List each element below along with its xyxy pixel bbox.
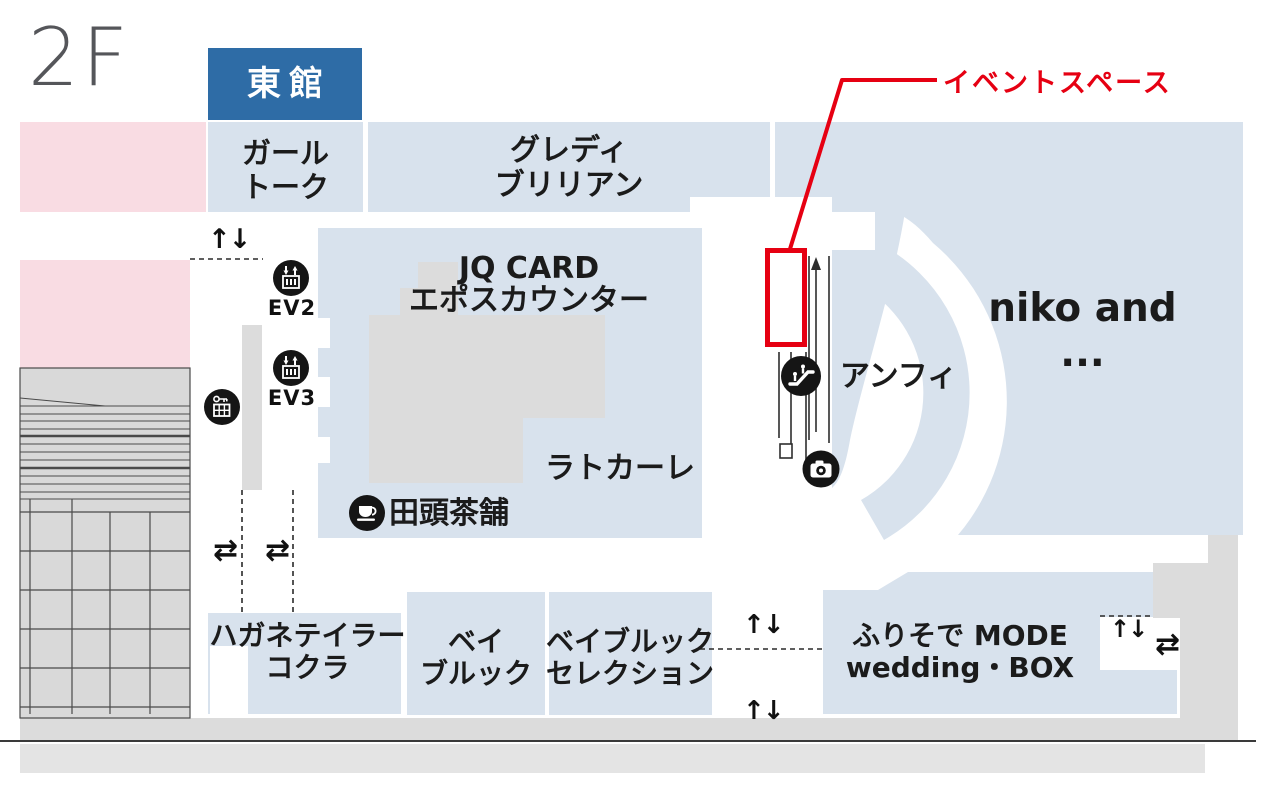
ev-door-tab-1 xyxy=(318,318,330,348)
closed-area-top-left xyxy=(20,122,206,212)
store-label-hagane-tailor: ハガネテイラー コクラ xyxy=(209,619,406,685)
escalator-up-arrowhead xyxy=(811,257,821,270)
backyard-lower xyxy=(369,418,523,483)
ev-door-tab-3 xyxy=(318,437,330,463)
bottom-border-line xyxy=(0,740,1256,742)
escalator-end-cap xyxy=(779,443,793,459)
passage-arrow-left-1: ⇄ xyxy=(213,533,239,568)
center-island xyxy=(832,212,905,488)
store-label-bay-brook-selection: ベイブルック セレクション xyxy=(545,625,714,691)
bottom-walk-band xyxy=(20,718,1238,741)
coin-locker-icon xyxy=(204,389,240,425)
store-label-ratokare: ラトカーレ xyxy=(545,451,695,486)
store-label-amphi: アンフィ xyxy=(839,359,958,394)
floor-label: 2F xyxy=(28,11,131,104)
parking-structure xyxy=(19,367,191,719)
shop-block-east-band xyxy=(775,122,1243,212)
store-label-girl-talk: ガール トーク xyxy=(241,136,329,204)
escalator-icon xyxy=(781,356,821,396)
store-label-bay-brook: ベイ ブルック xyxy=(419,625,532,691)
stairs-arrow-bottom-right: ↑↓ xyxy=(1110,615,1148,643)
elevator-icon xyxy=(273,260,309,296)
event-space-label: イベントスペース xyxy=(943,68,1172,99)
stairs-arrow-bottom-center-2: ↑↓ xyxy=(743,696,785,726)
tea-shop-icon xyxy=(349,495,385,531)
backyard-right-notch xyxy=(1168,438,1208,468)
ev2-label: EV2 xyxy=(267,296,317,320)
ev-door-tab-2 xyxy=(318,377,330,407)
store-label-jq-card: JQ CARD エポスカウンター xyxy=(409,251,649,318)
parking-grid-lines xyxy=(20,499,190,714)
camera-icon xyxy=(802,450,840,488)
passage-arrow-bottom-right: ⇄ xyxy=(1155,627,1181,662)
ev3-label: EV3 xyxy=(267,386,317,410)
event-space-highlight xyxy=(765,248,807,347)
building-badge: 東館 xyxy=(208,48,362,120)
elevator-icon xyxy=(273,350,309,386)
store-label-gredy-brillian: グレディ ブリリアン xyxy=(494,133,644,203)
backyard-main xyxy=(369,315,605,418)
backyard-right-bar xyxy=(1153,563,1238,618)
shop-block-girl-talk xyxy=(208,122,363,212)
parking-ramp-lines-thick xyxy=(20,434,190,470)
hagane-notch xyxy=(210,646,248,714)
closed-area-mid-left xyxy=(20,260,190,368)
store-label-furisode: ふりそで MODE wedding・BOX xyxy=(845,619,1075,685)
passage-arrow-left-2: ⇄ xyxy=(265,533,291,568)
parking-ramp-lines xyxy=(19,397,190,500)
bottom-walk-band-2 xyxy=(20,744,1205,773)
store-label-tagashira: 田頭茶舗 xyxy=(389,496,509,531)
store-label-niko-and: niko and ... xyxy=(988,286,1177,377)
stairs-arrow-top-left: ↑↓ xyxy=(208,224,251,255)
stairs-arrow-bottom-center-1: ↑↓ xyxy=(743,610,785,640)
building-badge-label: 東館 xyxy=(247,64,331,104)
backyard-strip-ev xyxy=(242,325,262,490)
